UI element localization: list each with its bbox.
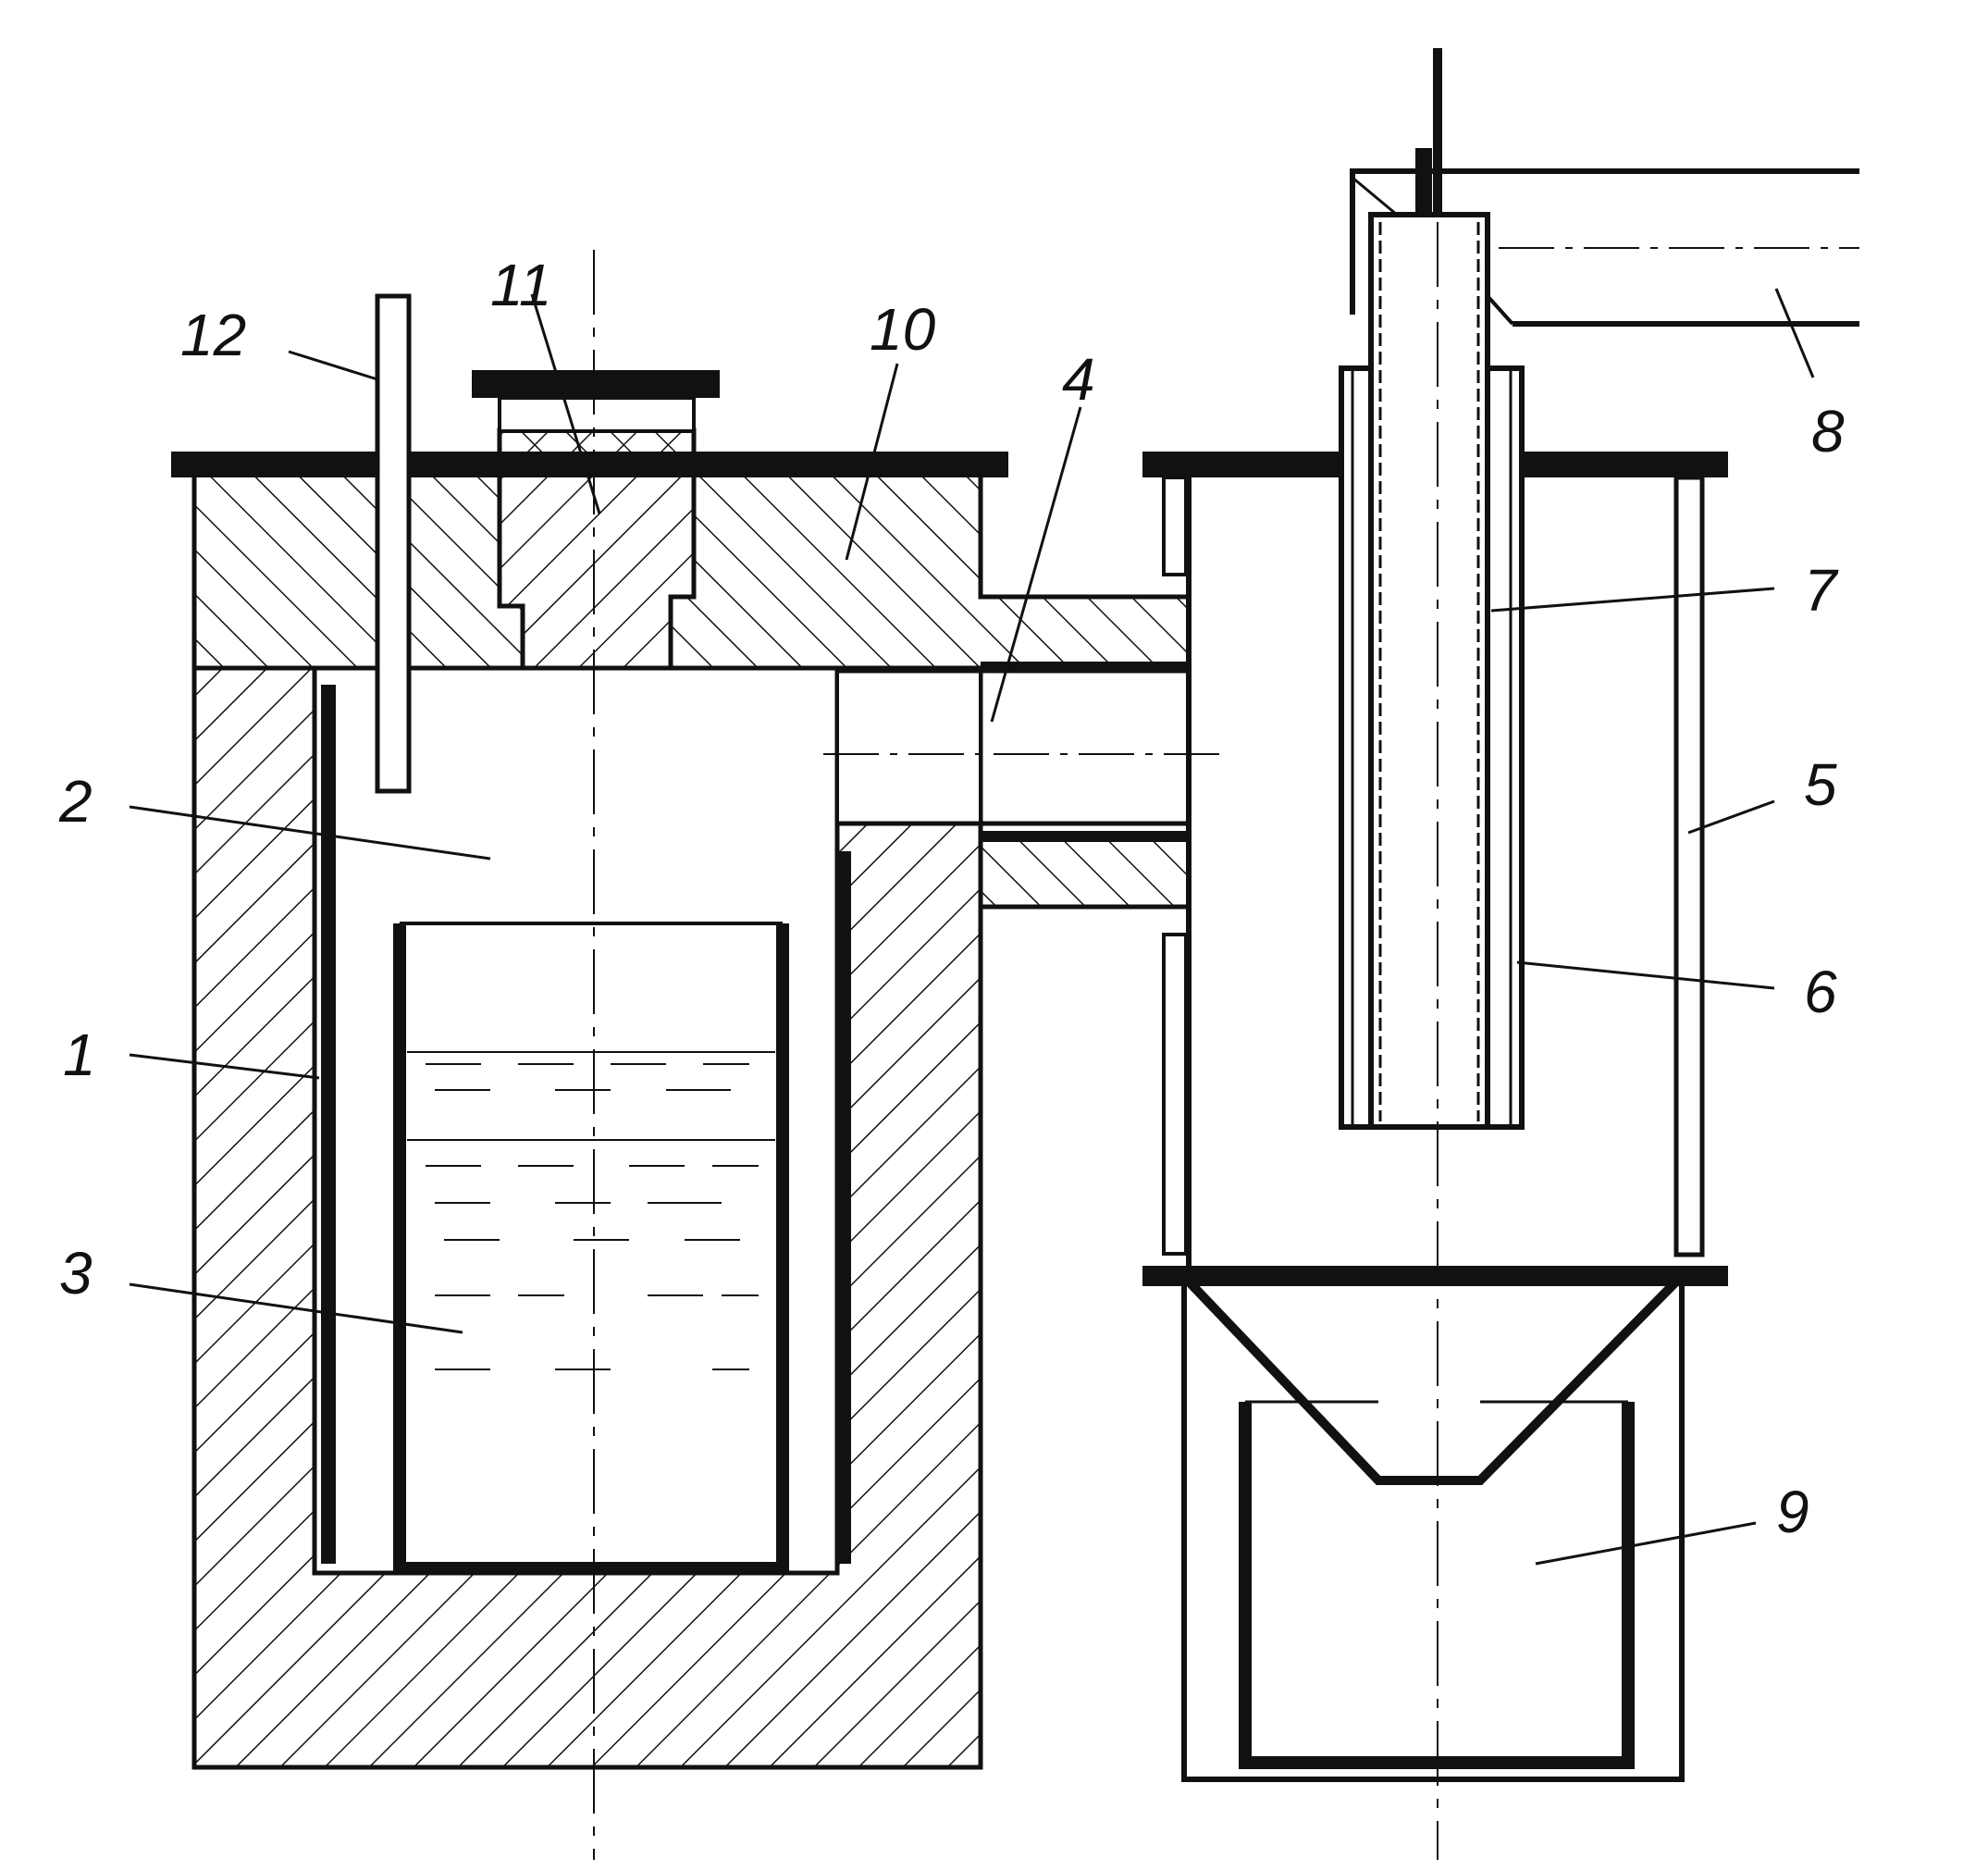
label-7: 7 — [1804, 557, 1839, 624]
label-11: 11 — [490, 252, 551, 318]
part-labels: 1 2 3 4 5 6 7 8 9 10 11 12 — [58, 252, 1845, 1545]
duct — [823, 668, 1230, 826]
label-8: 8 — [1811, 398, 1845, 464]
cooled-electrode — [1339, 48, 1525, 1130]
label-3: 3 — [59, 1240, 93, 1307]
label-1: 1 — [63, 1022, 96, 1088]
leader-lines — [129, 288, 1815, 1566]
tube — [375, 293, 412, 794]
label-4: 4 — [1062, 346, 1095, 413]
furnace-body — [191, 665, 983, 1770]
label-5: 5 — [1804, 751, 1837, 818]
crucible — [393, 922, 789, 1575]
pipes — [1425, 168, 1859, 327]
funnel — [1185, 1278, 1680, 1485]
label-10: 10 — [870, 296, 936, 363]
lining — [321, 685, 851, 1564]
plug — [472, 370, 720, 671]
label-12: 12 — [180, 302, 246, 368]
label-6: 6 — [1804, 959, 1837, 1025]
label-9: 9 — [1776, 1479, 1809, 1545]
label-2: 2 — [58, 768, 93, 835]
lid — [171, 427, 1192, 910]
